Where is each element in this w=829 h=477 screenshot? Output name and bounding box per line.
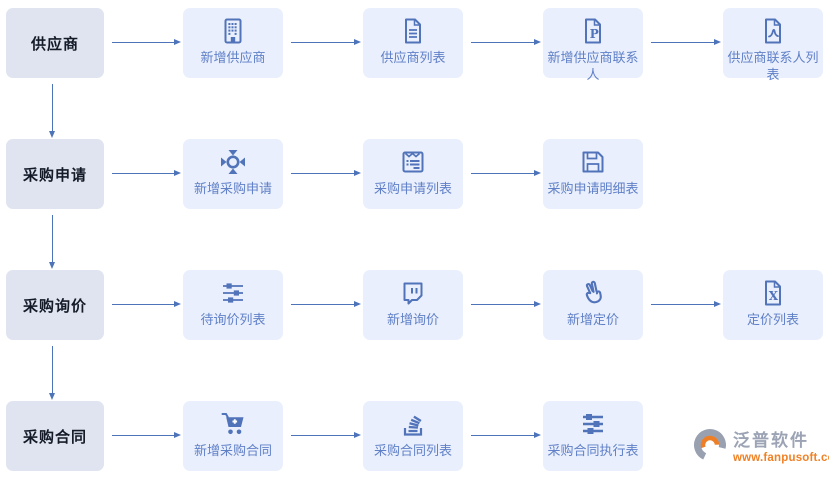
flow-node-new-purchase-request[interactable]: 新增采购申请 — [183, 139, 283, 209]
flow-arrow-right — [471, 169, 541, 176]
svg-text:P: P — [590, 27, 599, 41]
flow-node-new-supplier[interactable]: 新增供应商 — [183, 8, 283, 78]
file-x-icon: X — [758, 278, 788, 308]
flow-node-label: 新增供应商 — [200, 50, 266, 65]
flow-node-label: 采购合同列表 — [373, 443, 452, 458]
note-list-icon — [398, 147, 428, 177]
file-lines-icon — [398, 16, 428, 46]
flow-arrow-right — [291, 169, 361, 176]
flow-arrow-right — [112, 300, 181, 307]
flow-node-purchase-request-list[interactable]: 采购申请列表 — [363, 139, 463, 209]
flow-arrow-down — [48, 84, 55, 138]
flow-node-label: 新增采购申请 — [193, 181, 272, 196]
flow-node-label: 供应商联系人列表 — [727, 50, 819, 82]
stage-purchase-request[interactable]: 采购申请 — [6, 139, 104, 209]
flow-arrow-right — [112, 431, 181, 438]
flow-arrow-right — [471, 431, 541, 438]
flow-arrow-right — [112, 169, 181, 176]
flow-arrow-right — [291, 300, 361, 307]
flow-node-pricing-list[interactable]: X 定价列表 — [723, 270, 823, 340]
fanpu-logo-url: www.fanpusoft.com — [733, 451, 829, 464]
flow-node-pending-inquiry-list[interactable]: 待询价列表 — [183, 270, 283, 340]
fanpu-logo: 泛普软件 www.fanpusoft.com — [692, 427, 829, 468]
flow-node-purchase-contract-execution[interactable]: 采购合同执行表 — [543, 401, 643, 471]
flow-node-new-inquiry[interactable]: 新增询价 — [363, 270, 463, 340]
fanpu-logo-icon — [692, 427, 728, 468]
file-pdf-icon — [758, 16, 788, 46]
chat-bubble-icon — [398, 278, 428, 308]
flow-node-label: 新增定价 — [566, 312, 619, 327]
flow-node-purchase-contract-list[interactable]: 采购合同列表 — [363, 401, 463, 471]
flow-node-new-purchase-contract[interactable]: 新增采购合同 — [183, 401, 283, 471]
flow-node-label: 采购合同执行表 — [547, 443, 639, 458]
flow-node-new-pricing[interactable]: 新增定价 — [543, 270, 643, 340]
sliders-icon — [218, 278, 248, 308]
stage-label: 采购合同 — [22, 428, 87, 446]
flow-arrow-down — [48, 215, 55, 269]
flow-arrow-right — [471, 300, 541, 307]
flow-node-label: 定价列表 — [746, 312, 799, 327]
stage-label: 采购申请 — [22, 166, 87, 184]
svg-text:X: X — [769, 289, 779, 303]
stage-purchase-contract[interactable]: 采购合同 — [6, 401, 104, 471]
flow-arrow-right — [471, 38, 541, 45]
file-p-icon: P — [578, 16, 608, 46]
flow-node-label: 新增采购合同 — [193, 443, 272, 458]
flow-arrow-down — [48, 346, 55, 400]
flow-arrow-right — [651, 38, 721, 45]
fanpu-logo-name: 泛普软件 — [733, 430, 809, 450]
flow-node-new-supplier-contact[interactable]: P 新增供应商联系人 — [543, 8, 643, 82]
building-icon — [218, 16, 248, 46]
stage-purchase-inquiry[interactable]: 采购询价 — [6, 270, 104, 340]
flow-node-label: 待询价列表 — [200, 312, 266, 327]
flow-arrow-right — [291, 38, 361, 45]
hand-peace-icon — [578, 278, 608, 308]
flow-node-purchase-request-detail[interactable]: 采购申请明细表 — [543, 139, 643, 209]
cart-plus-icon — [218, 409, 248, 439]
sliders-filled-icon — [578, 409, 608, 439]
flow-node-label: 供应商列表 — [380, 50, 446, 65]
flow-node-label: 新增询价 — [386, 312, 439, 327]
flow-node-label: 新增供应商联系人 — [547, 50, 639, 82]
flow-node-label: 采购申请列表 — [373, 181, 452, 196]
stack-icon — [398, 409, 428, 439]
flow-arrow-right — [112, 38, 181, 45]
flow-node-supplier-contact-list[interactable]: 供应商联系人列表 — [723, 8, 823, 82]
flow-node-label: 采购申请明细表 — [547, 181, 639, 196]
stage-label: 供应商 — [30, 35, 79, 53]
floppy-disk-icon — [578, 147, 608, 177]
flow-arrow-right — [651, 300, 721, 307]
target-arrows-icon — [218, 147, 248, 177]
flow-node-supplier-list[interactable]: 供应商列表 — [363, 8, 463, 78]
stage-label: 采购询价 — [22, 297, 87, 315]
stage-supplier[interactable]: 供应商 — [6, 8, 104, 78]
flow-arrow-right — [291, 431, 361, 438]
